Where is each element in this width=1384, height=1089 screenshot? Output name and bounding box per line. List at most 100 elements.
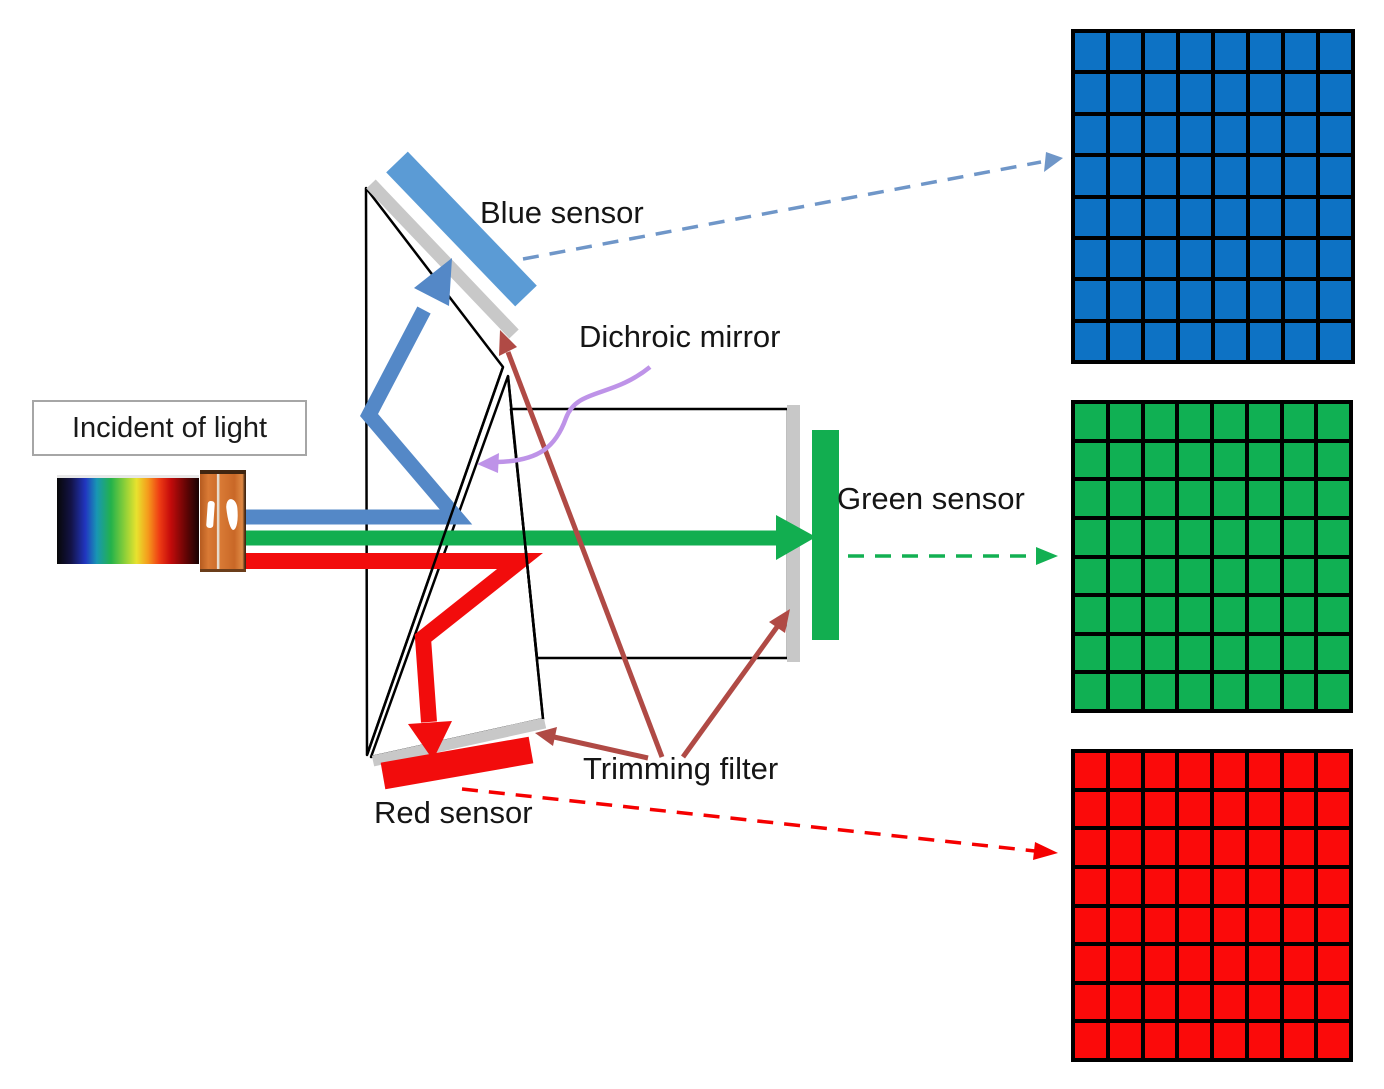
red-pixel-cell <box>1283 830 1315 865</box>
blue-pixel-cell <box>1215 239 1246 278</box>
blue-pixel-cell <box>1250 115 1281 154</box>
red-pixel-cell <box>1283 984 1315 1020</box>
red-pixel-cell <box>1214 984 1245 1020</box>
green-pixel-cell <box>1179 674 1210 709</box>
red-pixel-cell <box>1248 868 1280 904</box>
blue-pixel-cell <box>1215 198 1246 236</box>
green-pixel-cell <box>1283 674 1315 709</box>
blue-pixel-cell <box>1285 157 1316 195</box>
red-pixel-cell <box>1075 984 1106 1020</box>
blue-pixel-cell <box>1320 281 1351 319</box>
blue-pixel-cell <box>1075 157 1106 195</box>
green-pixel-cell <box>1214 442 1245 478</box>
red-pixel-cell <box>1283 753 1315 788</box>
red-pixel-cell <box>1144 830 1176 865</box>
pointer-to-blue-filter <box>505 351 665 758</box>
red-pixel-cell <box>1214 907 1245 943</box>
blue-pixel-cell <box>1145 281 1176 319</box>
red-pixel-cell <box>1214 868 1245 904</box>
blue-dashed-arrowhead <box>1044 152 1063 172</box>
green-pixel-cell <box>1075 442 1106 478</box>
incident-light-label: Incident of light <box>71 411 268 444</box>
blue-pixel-cell <box>1075 115 1106 154</box>
green-pixel-cell <box>1248 597 1280 632</box>
green-pixel-cell <box>1109 519 1141 555</box>
green-pixel-cell <box>1109 597 1141 632</box>
green-pixel-cell <box>1109 635 1141 671</box>
dichroic-mirror-label: Dichroic mirror <box>579 319 781 354</box>
blue-pixel-cell <box>1075 239 1106 278</box>
green-pixel-cell <box>1318 519 1349 555</box>
green-pixel-cell <box>1248 558 1280 594</box>
blue-pixel-cell <box>1075 198 1106 236</box>
green-pixel-cell <box>1214 404 1245 439</box>
red-pixel-cell <box>1109 907 1141 943</box>
red-pixel-cell <box>1214 946 1245 981</box>
red-pixel-cell <box>1075 791 1106 827</box>
green-pixel-cell <box>1283 481 1315 516</box>
blue-pixel-cell <box>1320 74 1351 112</box>
blue-pixel-cell <box>1320 157 1351 195</box>
green-pixel-cell <box>1144 404 1176 439</box>
green-pixel-cell <box>1179 404 1210 439</box>
blue-pixel-cell <box>1180 281 1211 319</box>
green-pixel-cell <box>1283 597 1315 632</box>
blue-sensor-label: Blue sensor <box>480 195 644 230</box>
dichroic-surface-1 <box>365 366 505 756</box>
blue-pixel-cell <box>1075 74 1106 112</box>
green-pixel-cell <box>1248 635 1280 671</box>
red-sensor-bar <box>380 736 534 790</box>
green-pixel-cell <box>1179 519 1210 555</box>
green-sensor-bar <box>812 430 839 640</box>
green-pixel-cell <box>1214 558 1245 594</box>
green-pixel-cell <box>1318 597 1349 632</box>
red-pixel-cell <box>1318 1023 1349 1058</box>
red-pixel-cell <box>1109 753 1141 788</box>
red-pixel-cell <box>1075 868 1106 904</box>
blue-pixel-cell <box>1180 198 1211 236</box>
red-pixel-cell <box>1179 868 1210 904</box>
spectrum-image <box>57 475 199 564</box>
blue-pixel-cell <box>1320 239 1351 278</box>
red-sensor-grid <box>1071 749 1353 1062</box>
blue-pixel-cell <box>1180 74 1211 112</box>
blue-pixel-cell <box>1285 281 1316 319</box>
green-pixel-cell <box>1144 519 1176 555</box>
green-pixel-cell <box>1283 519 1315 555</box>
red-pixel-cell <box>1179 753 1210 788</box>
green-pixel-cell <box>1214 597 1245 632</box>
red-pixel-cell <box>1144 868 1176 904</box>
red-pixel-cell <box>1248 946 1280 981</box>
red-pixel-cell <box>1144 946 1176 981</box>
red-pixel-cell <box>1144 791 1176 827</box>
green-pixel-cell <box>1179 635 1210 671</box>
blue-pixel-cell <box>1215 322 1246 360</box>
green-pixel-cell <box>1075 404 1106 439</box>
green-pixel-cell <box>1179 481 1210 516</box>
red-pixel-cell <box>1318 753 1349 788</box>
green-dashed-arrowhead <box>1036 547 1058 565</box>
blue-pixel-cell <box>1145 322 1176 360</box>
green-pixel-cell <box>1318 674 1349 709</box>
green-pixel-cell <box>1109 481 1141 516</box>
red-pixel-cell <box>1283 946 1315 981</box>
red-pixel-cell <box>1214 1023 1245 1058</box>
red-pixel-cell <box>1144 753 1176 788</box>
green-pixel-cell <box>1248 404 1280 439</box>
red-pixel-cell <box>1248 753 1280 788</box>
green-pixel-cell <box>1248 481 1280 516</box>
blue-pixel-cell <box>1320 33 1351 71</box>
pointer-to-green-filter-head <box>769 609 790 633</box>
green-pixel-cell <box>1214 481 1245 516</box>
blue-pixel-cell <box>1250 322 1281 360</box>
red-pixel-cell <box>1283 1023 1315 1058</box>
glass-block-left-edge <box>509 408 539 659</box>
red-dashed-arrow <box>461 787 1036 853</box>
red-pixel-cell <box>1214 791 1245 827</box>
green-pixel-cell <box>1075 635 1106 671</box>
green-pixel-cell <box>1075 519 1106 555</box>
blue-pixel-cell <box>1180 115 1211 154</box>
blue-pixel-cell <box>1285 322 1316 360</box>
